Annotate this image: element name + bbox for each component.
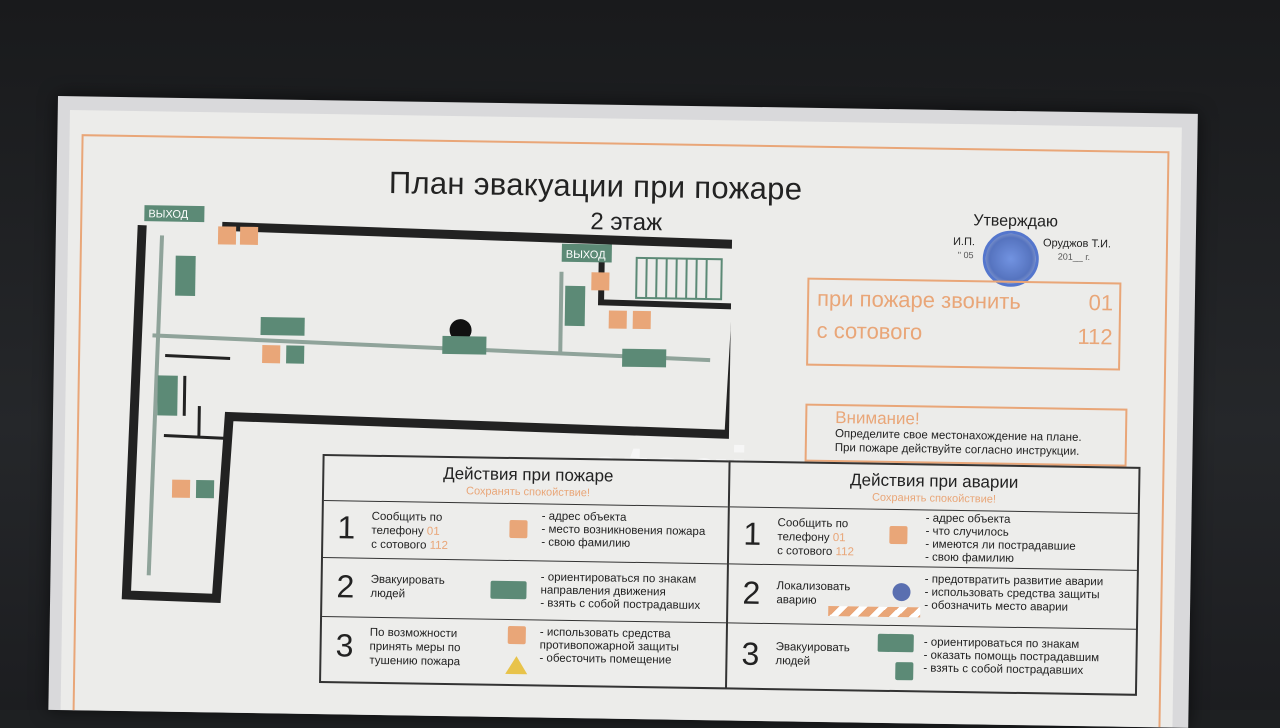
fire-actions-table: Действия при пожаре Сохранять спокойстви… xyxy=(319,454,735,690)
first-aid-icon xyxy=(895,662,914,681)
approval-left-signature: И.П. xyxy=(952,235,976,249)
stamp-seal-icon xyxy=(982,230,1040,288)
action-line: Сообщить по xyxy=(371,510,443,524)
row-action: По возможности принять меры по тушению п… xyxy=(369,626,461,669)
row-bullets: - использовать средства противопожарной … xyxy=(539,626,679,667)
attention-line-2: При пожаре действуйте согласно инструкци… xyxy=(834,442,1080,458)
row-bullets: - предотвратить развитие аварии - исполь… xyxy=(924,573,1104,614)
fire-row-2: 2 Эвакуировать людей - ориентироваться п… xyxy=(322,558,731,624)
exit-direction-icon xyxy=(877,633,914,653)
exit-sign-top: ВЫХОД xyxy=(144,204,205,223)
you-are-here-marker xyxy=(449,319,472,342)
call-line-1: при пожаре звонить xyxy=(816,285,1022,314)
green-direction-signs xyxy=(157,255,667,499)
protective-equipment-icon xyxy=(892,582,911,602)
svg-text:ВЫХОД: ВЫХОД xyxy=(566,249,607,262)
row-number: 1 xyxy=(743,515,762,552)
fire-row-3: 3 По возможности принять меры по тушению… xyxy=(321,617,730,687)
electric-warning-icon xyxy=(505,655,528,675)
attention-line-1: Определите свое местонахождение на плане… xyxy=(834,428,1082,444)
row-action: Эвакуировать людей xyxy=(370,573,445,601)
approval-right-signature: Оруджов Т.И. xyxy=(1042,237,1112,251)
call-number-2: 112 xyxy=(1077,323,1113,350)
fire-table-header: Действия при пожаре Сохранять спокойстви… xyxy=(323,456,733,508)
action-line: с сотового 112 xyxy=(371,538,449,552)
row-bullets: - адрес объекта - что случилось - имеютс… xyxy=(924,512,1076,565)
row-number: 3 xyxy=(335,627,354,664)
attention-box: Внимание! Определите свое местонахождени… xyxy=(804,403,1128,467)
action-line: телефону 01 xyxy=(371,524,440,538)
row-number: 2 xyxy=(742,574,761,611)
row-number: 3 xyxy=(741,635,760,672)
plan-title: План эвакуации при пожаре xyxy=(388,165,803,207)
approval-date-left: " 05 xyxy=(957,249,974,261)
orange-fire-equipment-signs xyxy=(171,226,651,498)
row-action: Сообщить по телефону 01 с сотового 112 xyxy=(371,510,448,553)
call-number-1: 01 xyxy=(1088,290,1114,316)
phone-icon xyxy=(509,519,528,539)
row-bullets: - ориентироваться по знакам направления … xyxy=(540,571,701,612)
accident-actions-table: Действия при аварии Сохранять спокойстви… xyxy=(724,460,1141,696)
row-number: 2 xyxy=(336,568,355,605)
row-action: Локализовать аварию xyxy=(776,580,851,607)
fire-extinguisher-icon xyxy=(507,625,526,645)
action-tables: Действия при пожаре Сохранять спокойстви… xyxy=(319,454,1143,727)
accident-row-1: 1 Сообщить по телефону 01 с сотового 112… xyxy=(728,507,1138,571)
evacuation-plan-sheet: План эвакуации при пожаре 2 этаж Утвержд… xyxy=(60,110,1182,728)
approval-date-right: 201__ г. xyxy=(1057,251,1091,263)
row-bullets: - адрес объекта - место возникновения по… xyxy=(541,510,706,550)
fire-row-1: 1 Сообщить по телефону 01 с сотового 112… xyxy=(322,501,732,565)
row-action: Сообщить по телефону 01 с сотового 112 xyxy=(777,517,855,559)
inner-rooms xyxy=(163,354,231,441)
attention-heading: Внимание! xyxy=(835,408,920,429)
approval-heading: Утверждаю xyxy=(973,212,1059,231)
exit-sign-stairs: ВЫХОД xyxy=(561,243,612,263)
hazard-tape-icon xyxy=(828,605,921,618)
row-action: Эвакуировать людей xyxy=(775,641,850,668)
row-bullets: - ориентироваться по знакам - оказать по… xyxy=(923,636,1100,677)
stairs-icon xyxy=(635,256,723,301)
phone-icon xyxy=(889,525,908,545)
row-number: 1 xyxy=(337,509,356,546)
plan-walls xyxy=(121,221,733,604)
corridor-route xyxy=(146,235,711,576)
call-line-2: с сотового xyxy=(816,317,923,345)
accident-row-3: 3 Эвакуировать людей - ориентироваться п… xyxy=(727,623,1136,693)
floor-plan: ВЫХОД ВЫХОД xyxy=(121,204,733,604)
accident-row-2: 2 Локализовать аварию - предотвратить ра… xyxy=(728,564,1137,630)
exit-direction-icon xyxy=(490,580,527,600)
svg-text:ВЫХОД: ВЫХОД xyxy=(148,208,189,221)
accident-table-header: Действия при аварии Сохранять спокойстви… xyxy=(729,462,1139,514)
emergency-call-box: при пожаре звонить 01 с сотового 112 xyxy=(806,277,1122,371)
